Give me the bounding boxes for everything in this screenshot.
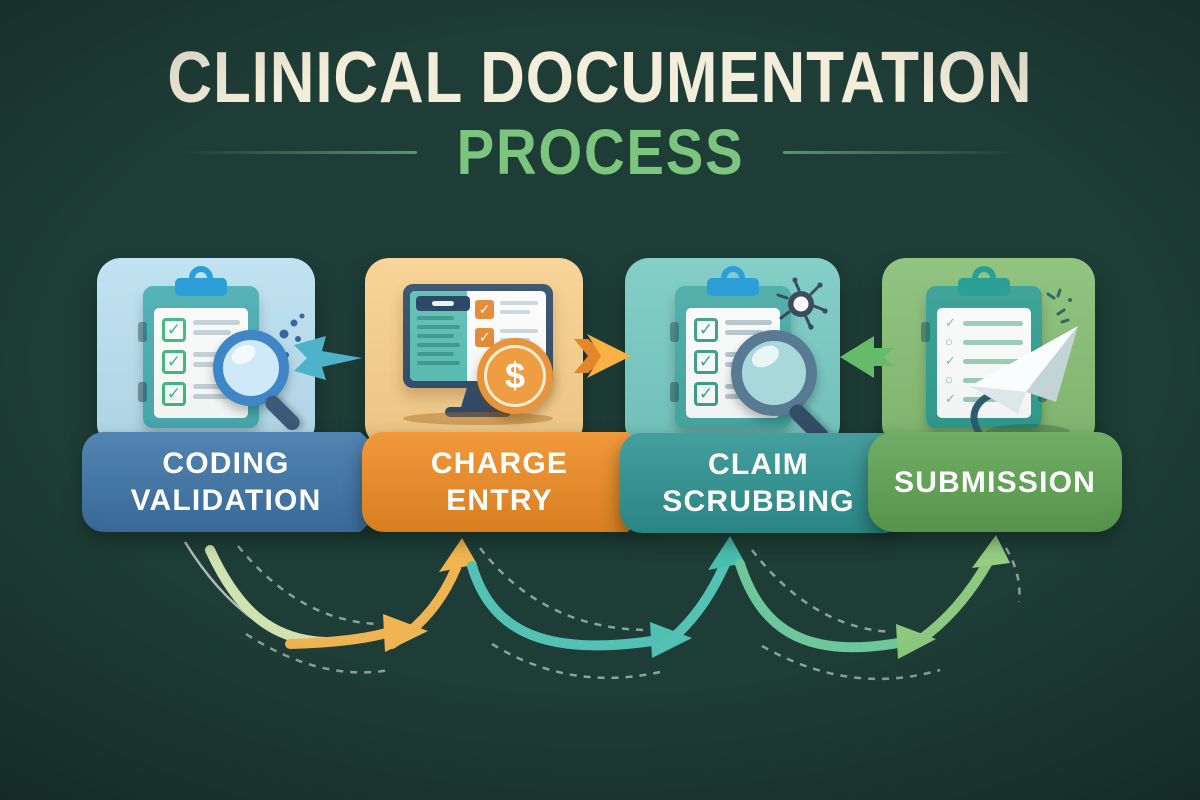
step-card-claim-scrubbing: ✓ ✓ ✓ — [625, 258, 840, 448]
step-banner-claim-scrubbing: CLAIM SCRUBBING — [620, 433, 939, 533]
dashed-arcs — [237, 545, 1021, 681]
check-glyph: ✓ — [945, 353, 956, 368]
circle-glyph: ○ — [945, 334, 953, 349]
step-label-line2: VALIDATION — [130, 484, 322, 517]
connector-arrow-right-1 — [294, 336, 362, 380]
page-subtitle: PROCESS — [456, 116, 744, 188]
paper-plane-icon — [970, 326, 1078, 450]
checkbox-icon: ✓ — [694, 382, 718, 406]
check-glyph: ✓ — [945, 315, 956, 330]
wave-segment — [467, 561, 657, 651]
wave-segment — [901, 557, 993, 654]
step-label-line1: CHARGE — [430, 447, 569, 480]
step-banner-coding-validation: CODING VALIDATION — [82, 432, 414, 532]
step-card-submission: ✓ ○ ✓ ○ ✓ — [882, 258, 1095, 450]
checkbox-icon: ✓ — [162, 318, 186, 342]
flow-wave — [183, 535, 1021, 681]
step-banner-submission: SUBMISSION — [868, 432, 1122, 532]
up-arrowhead — [972, 535, 1010, 568]
monitor-toolbar — [416, 296, 470, 311]
connector-arrow-right-2 — [574, 334, 631, 378]
wave-segment — [387, 563, 461, 649]
step-card-charge-entry: ✓ ✓ $ — [365, 258, 583, 448]
magnifier-icon — [731, 330, 832, 447]
wave-segment — [735, 559, 903, 653]
page-title: CLINICAL DOCUMENTATION — [167, 38, 1033, 118]
step-card-coding-validation: ✓ ✓ ✓ — [97, 258, 315, 448]
checkbox-icon: ✓ — [162, 350, 186, 374]
wave-segment — [285, 628, 391, 649]
step-label-line1: CLAIM — [708, 448, 809, 481]
dollar-coin-icon: $ — [477, 338, 553, 414]
magnifier-icon — [213, 330, 303, 434]
bug-icon — [776, 277, 828, 330]
divider-right — [783, 150, 1019, 154]
header: CLINICAL DOCUMENTATION PROCESS — [0, 42, 1200, 184]
circle-glyph: ○ — [945, 372, 953, 387]
checkbox-icon: ✓ — [694, 318, 718, 342]
up-arrowhead — [439, 538, 477, 572]
connector-arrow-left-3 — [840, 336, 894, 378]
wave-segment — [655, 559, 730, 653]
step-label-line1: SUBMISSION — [893, 465, 1097, 499]
check-glyph: ✓ — [945, 391, 956, 406]
divider-left — [181, 150, 417, 154]
monitor-checklist: ✓ ✓ — [467, 291, 546, 381]
checkbox-icon: ✓ — [694, 350, 718, 374]
step-label-line2: ENTRY — [446, 484, 553, 517]
checkbox-icon: ✓ — [475, 300, 495, 319]
step-label-line1: CODING — [162, 447, 290, 480]
step-banner-charge-entry: CHARGE ENTRY — [362, 432, 679, 532]
checkbox-icon: ✓ — [162, 382, 186, 406]
checkbox-icon: ✓ — [475, 328, 495, 347]
sparkle-icon — [1046, 288, 1072, 324]
step-label-line2: SCRUBBING — [662, 485, 855, 518]
